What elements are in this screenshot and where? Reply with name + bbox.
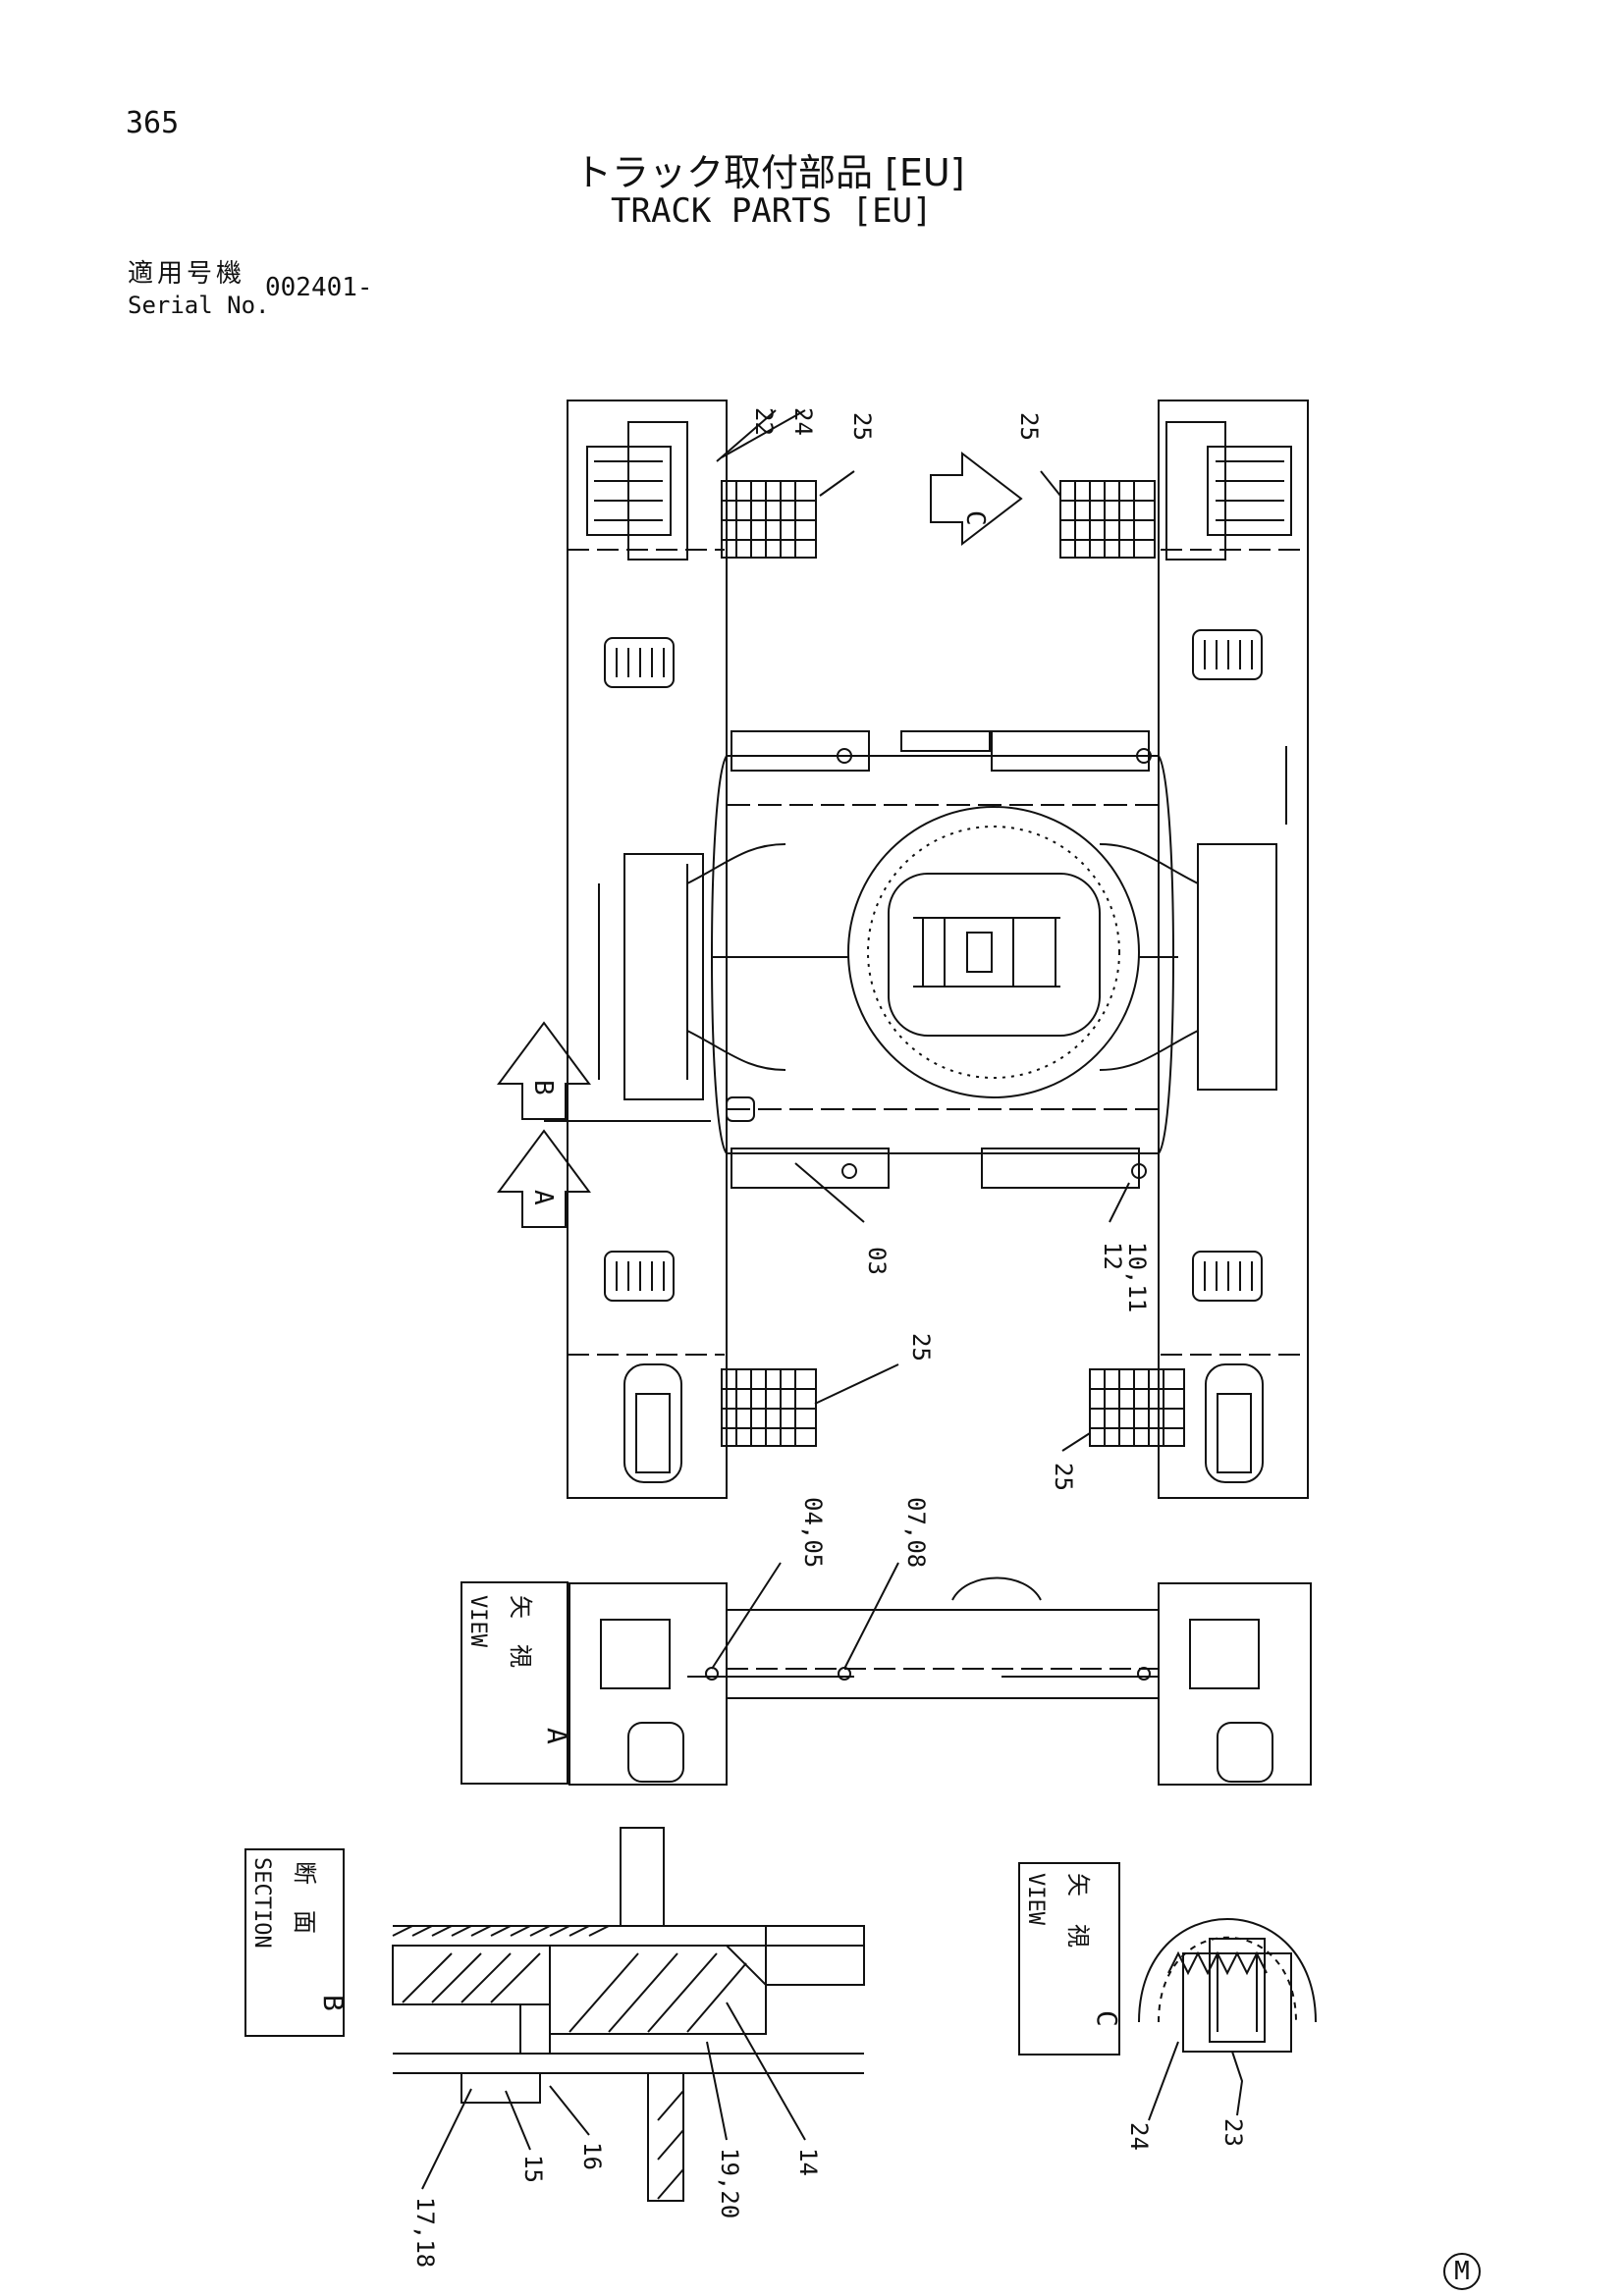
arrow-a-letter: A [528,1190,558,1205]
section-b-jp-1: 断 [291,1861,318,1885]
callout-24: 24 [789,407,817,436]
view-c-drawing [1138,1918,1317,2121]
swing-bearing [712,806,1178,1098]
callout-07-08: 07,08 [902,1497,930,1568]
callout-15: 15 [519,2155,547,2183]
view-arrow-c [930,451,1023,547]
title-english: TRACK PARTS [EU] [611,191,933,231]
view-arrow-b [497,1021,711,1122]
callout-23: 23 [1219,2118,1247,2147]
view-c-letter: C [1091,2010,1123,2027]
view-a-label-box [460,1581,568,1785]
arrow-c-letter: C [960,510,990,526]
manufacturer-mark: M [1443,2253,1481,2290]
callout-24-view-c: 24 [1125,2122,1153,2151]
center-frame [686,730,1199,1189]
track-guard-bottom-left [721,1368,817,1447]
section-b-en: SECTION [249,1857,274,1949]
callout-22: 22 [750,407,778,436]
section-b-letter: B [317,1995,350,2011]
track-guard-bottom-right [1089,1368,1185,1447]
callout-17-18: 17,18 [411,2197,439,2268]
title-japanese: トラック取付部品 [EU] [574,151,965,194]
view-c-en: VIEW [1023,1873,1048,1926]
view-c-jp-1: 矢 [1064,1873,1092,1896]
callout-19-20: 19,20 [716,2148,743,2218]
section-b-label-box [244,1848,345,2037]
track-frame-left [567,400,728,1499]
view-a-jp-1: 矢 [507,1595,534,1619]
section-b-drawing [392,1827,865,2202]
callout-10-11: 10,11 [1123,1242,1151,1312]
serial-number-value: 002401- [265,273,373,302]
view-arrow-a [497,1129,591,1228]
serial-label-english: Serial No. [128,292,270,319]
callout-25-top-left: 25 [848,412,876,441]
callout-14: 14 [794,2148,822,2176]
track-guard-top-right [1059,480,1156,559]
callout-03: 03 [863,1247,891,1275]
callout-25-bottom-right: 25 [1050,1463,1077,1491]
track-frame-right [1158,400,1309,1499]
serial-label-japanese: 適用号機 [128,259,246,289]
callout-16: 16 [578,2142,606,2170]
callout-25-bottom-left: 25 [907,1333,935,1362]
track-guard-top-left [721,480,817,559]
page-number: 365 [126,106,180,140]
callout-25-top-right: 25 [1015,412,1043,441]
view-a-drawing [568,1562,1312,1786]
view-a-jp-2: 視 [507,1644,534,1668]
arrow-b-letter: B [528,1080,558,1095]
view-c-jp-2: 視 [1064,1924,1092,1948]
callout-12: 12 [1099,1242,1126,1270]
view-a-letter: A [541,1728,573,1744]
section-b-jp-2: 面 [291,1910,318,1934]
view-c-label-box [1018,1862,1120,2056]
callout-04-05: 04,05 [799,1497,827,1568]
view-a-en: VIEW [465,1595,490,1648]
